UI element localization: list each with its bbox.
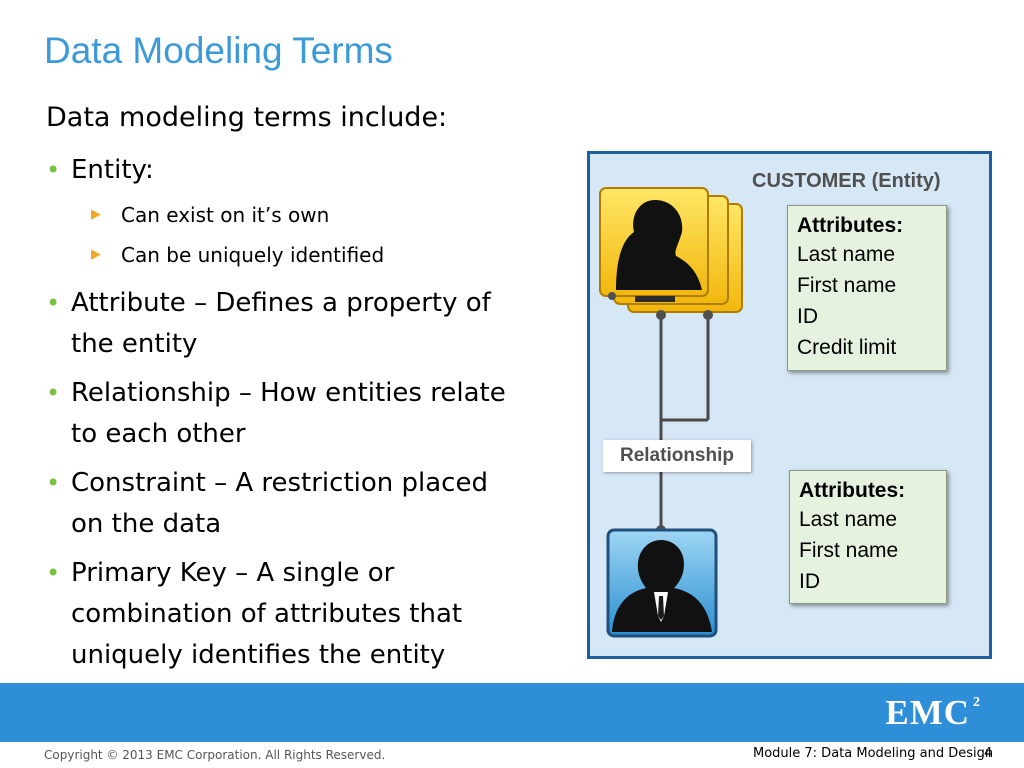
copyright-text: Copyright © 2013 EMC Corporation. All Ri… bbox=[44, 748, 386, 762]
attribute-item: ID bbox=[799, 570, 820, 593]
bullet-item: • Relationship – How entities relate to … bbox=[46, 373, 516, 455]
page-number: 4 bbox=[984, 746, 993, 761]
relationship-lines bbox=[659, 315, 710, 530]
relationship-label: Relationship bbox=[603, 440, 751, 472]
bullet-dot-icon: • bbox=[46, 289, 61, 317]
sub-bullet-text: Can exist on it’s own bbox=[121, 203, 330, 227]
attribute-item: Last name bbox=[797, 243, 896, 266]
attribute-item: Credit limit bbox=[797, 336, 897, 359]
woman-user-icon bbox=[599, 187, 743, 320]
attribute-box-customer: Attributes: Last name First name ID Cred… bbox=[787, 205, 947, 371]
sub-bullet-item: ▶ Can exist on it’s own bbox=[91, 195, 516, 235]
bullet-text: Entity: bbox=[71, 155, 154, 185]
bullet-text: Primary Key – A single or combination of… bbox=[71, 558, 463, 670]
man-user-icon bbox=[606, 525, 718, 638]
arrow-right-icon: ▶ bbox=[91, 247, 101, 262]
attribute-header: Attributes: bbox=[799, 479, 906, 502]
footer-band: EMC 2 bbox=[0, 683, 1024, 742]
bullet-dot-icon: • bbox=[46, 559, 61, 587]
emc-logo: EMC bbox=[885, 693, 970, 732]
bullet-item: • Constraint – A restriction placed on t… bbox=[46, 463, 516, 545]
bullet-text: Relationship – How entities relate to ea… bbox=[71, 378, 506, 449]
bullet-text: Constraint – A restriction placed on the… bbox=[71, 468, 488, 539]
bullet-list: • Entity: ▶ Can exist on it’s own ▶ Can … bbox=[46, 150, 516, 684]
arrow-right-icon: ▶ bbox=[91, 207, 101, 222]
bullet-text: Attribute – Defines a property of the en… bbox=[71, 288, 491, 359]
bullet-dot-icon: • bbox=[46, 379, 61, 407]
attribute-item: ID bbox=[797, 305, 818, 328]
bullet-dot-icon: • bbox=[46, 156, 61, 184]
sub-bullet-item: ▶ Can be uniquely identified bbox=[91, 235, 516, 275]
emc-logo-superscript: 2 bbox=[973, 695, 980, 710]
attribute-item: First name bbox=[797, 274, 897, 297]
intro-text: Data modeling terms include: bbox=[46, 102, 448, 133]
bullet-item: • Attribute – Defines a property of the … bbox=[46, 283, 516, 365]
bullet-item: • Entity: ▶ Can exist on it’s own ▶ Can … bbox=[46, 150, 516, 275]
bullet-item: • Primary Key – A single or combination … bbox=[46, 553, 516, 676]
entity-label: CUSTOMER (Entity) bbox=[752, 170, 941, 192]
attribute-item: First name bbox=[799, 539, 899, 562]
slide-title: Data Modeling Terms bbox=[44, 30, 393, 71]
sub-bullet-list: ▶ Can exist on it’s own ▶ Can be uniquel… bbox=[91, 195, 516, 275]
attribute-header: Attributes: bbox=[797, 214, 904, 237]
attribute-item: Last name bbox=[799, 508, 898, 531]
bullet-dot-icon: • bbox=[46, 469, 61, 497]
module-name: Module 7: Data Modeling and Design bbox=[753, 746, 994, 761]
attribute-box-related: Attributes: Last name First name ID bbox=[789, 470, 947, 604]
sub-bullet-text: Can be uniquely identified bbox=[121, 243, 385, 267]
